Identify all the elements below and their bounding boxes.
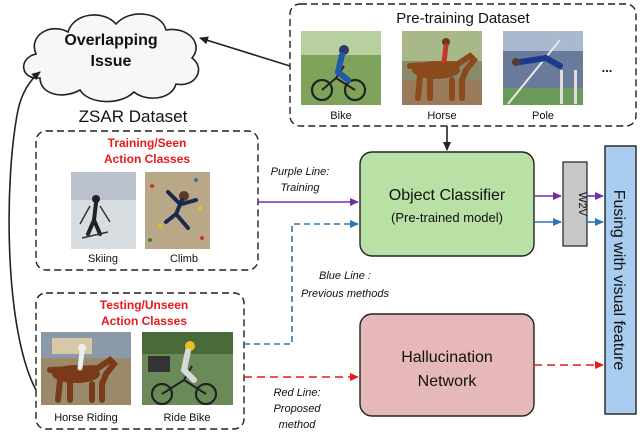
hallucination-line-1: Hallucination	[401, 349, 493, 366]
skiing-label: Skiing	[88, 253, 118, 265]
training-heading-line-1: Training/Seen	[108, 136, 187, 150]
ride-bike-label: Ride Bike	[163, 412, 210, 424]
bike-label: Bike	[330, 110, 351, 122]
w2v-label: W2V	[576, 192, 588, 217]
pretraining-dataset-box: Pre-training Dataset Bike Horse	[289, 3, 637, 127]
cloud-line-1: Overlapping	[64, 32, 157, 49]
pretraining-to-cloud-arrow	[199, 36, 291, 67]
fusing-box: Fusing with visual feature	[604, 145, 637, 415]
hallucination-line-2: Network	[418, 373, 478, 390]
blue-annotation: Blue Line : Previous methods	[301, 270, 390, 300]
zsar-title: ZSAR Dataset	[79, 107, 188, 126]
overlapping-issue-cloud: Overlapping Issue	[22, 13, 200, 103]
object-classifier-box: Object Classifier (Pre-trained model)	[359, 151, 535, 257]
skiing-image	[71, 172, 136, 249]
purple-annotation: Purple Line: Training	[271, 166, 330, 194]
fusing-label: Fusing with visual feature	[610, 190, 627, 371]
training-heading-line-2: Action Classes	[104, 152, 190, 166]
classifier-line-2: (Pre-trained model)	[391, 210, 503, 225]
testing-to-cloud-arrow	[8, 71, 41, 391]
pole-label: Pole	[532, 110, 554, 122]
blue-line-1: Blue Line :	[319, 270, 371, 282]
arrows	[8, 36, 604, 391]
hallucination-network-box: Hallucination Network	[359, 313, 535, 417]
red-line-3: method	[279, 419, 317, 431]
blue-previous-methods-arrow	[244, 220, 359, 345]
more-ellipsis: ...	[602, 60, 613, 75]
climb-label: Climb	[170, 253, 198, 265]
ride-bike-image	[142, 332, 233, 406]
cloud-line-2: Issue	[91, 53, 132, 70]
bike-image	[301, 31, 381, 105]
w2v-box: W2V	[562, 161, 588, 247]
classifier-line-1: Object Classifier	[389, 187, 506, 204]
horse-image	[402, 31, 482, 105]
pole-image	[503, 31, 583, 105]
red-line-1: Red Line:	[273, 387, 320, 399]
training-seen-box: Training/Seen Action Classes Skiing Clim…	[35, 130, 259, 271]
blue-line-2: Previous methods	[301, 288, 390, 300]
pretraining-title: Pre-training Dataset	[396, 10, 530, 27]
testing-unseen-box: Testing/Unseen Action Classes Horse Ridi…	[35, 292, 245, 430]
purple-line-2: Training	[281, 182, 321, 194]
climb-image	[145, 172, 210, 249]
testing-heading-line-2: Action Classes	[101, 314, 187, 328]
horse-label: Horse	[427, 110, 456, 122]
red-line-2: Proposed	[273, 403, 321, 415]
red-annotation: Red Line: Proposed method	[273, 387, 321, 431]
horse-riding-image	[41, 332, 131, 405]
purple-line-1: Purple Line:	[271, 166, 330, 178]
testing-heading-line-1: Testing/Unseen	[100, 298, 188, 312]
horse-riding-label: Horse Riding	[54, 412, 118, 424]
